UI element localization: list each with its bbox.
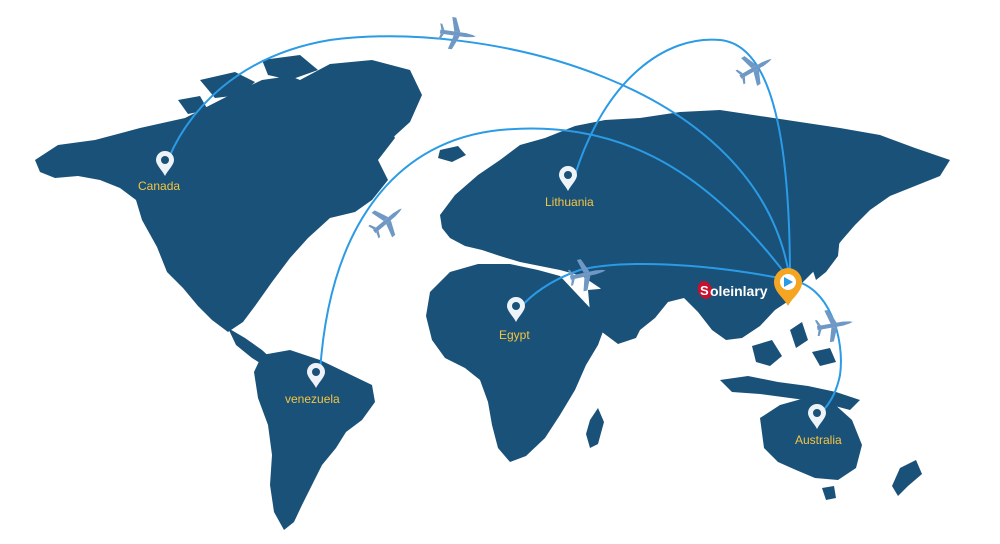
airplane-icon [436, 15, 479, 53]
brand-name: oleinlary [710, 283, 768, 299]
landmass-britain [450, 192, 470, 224]
destination-label-egypt: Egypt [499, 328, 530, 342]
landmass-arabia [588, 288, 645, 344]
airplane-icon [731, 45, 780, 92]
airplane-icon [813, 306, 856, 345]
landmass-indonesia [720, 322, 860, 410]
route-canada [164, 35, 791, 281]
landmass-africa [426, 264, 605, 462]
landmass-iceland [438, 146, 466, 162]
brand-mark-icon [697, 281, 713, 299]
landmass-tasmania [822, 486, 836, 500]
brand-logo: S oleinlary [697, 281, 768, 299]
airplane-icon [363, 196, 413, 245]
landmass-scandinavia [500, 140, 558, 210]
brand-letter: S [700, 283, 709, 298]
route-venezuela [319, 127, 791, 373]
continents [35, 55, 950, 530]
destination-canada[interactable]: Canada [138, 151, 180, 193]
route-egypt [519, 263, 791, 309]
routes [164, 35, 842, 413]
landmass-new-zealand [892, 460, 922, 496]
destination-egypt[interactable]: Egypt [499, 297, 530, 342]
destination-label-lithuania: Lithuania [545, 195, 594, 209]
destination-label-venezuela: venezuela [285, 392, 340, 406]
landmass-greenland [300, 60, 422, 190]
destination-australia[interactable]: Australia [795, 404, 842, 447]
landmass-madagascar [586, 408, 604, 448]
destination-lithuania[interactable]: Lithuania [545, 166, 594, 209]
destination-label-australia: Australia [795, 433, 842, 447]
landmass-australia [760, 398, 862, 480]
landmass-south-america [254, 350, 375, 530]
destination-venezuela[interactable]: venezuela [285, 363, 340, 406]
landmass-north-america [35, 76, 395, 332]
landmass-japan [812, 222, 840, 280]
hub-play-icon [784, 277, 793, 287]
route-australia [789, 279, 842, 413]
route-lithuania [574, 38, 791, 281]
destination-label-canada: Canada [138, 179, 180, 193]
hub-location[interactable] [774, 268, 802, 306]
landmass-arctic-islands [178, 55, 318, 114]
